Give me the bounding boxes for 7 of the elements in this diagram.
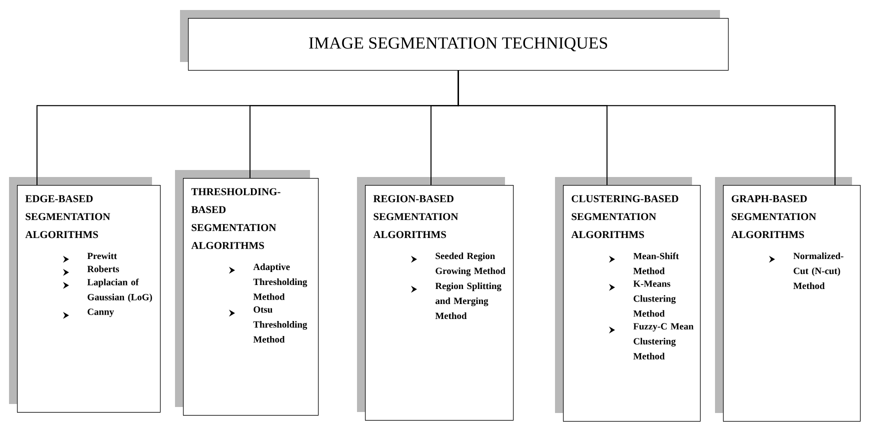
title-box: IMAGE SEGMENTATION TECHNIQUES [180,10,729,71]
category-box: GRAPH-BASED SEGMENTATION ALGORITHMS Normalized-Cut (N-cut) Method [715,177,861,422]
category-box: CLUSTERING-BASED SEGMENTATION ALGORITHMS Mean-Shift Method K-Means Clustering Method Fuzzy-C Mean Clustering Method [555,177,701,422]
connector-line [458,70,836,186]
category-box: REGION-BASED SEGMENTATION ALGORITHMS Seeded Region Growing Method Region Splitting and Merging Method [357,177,514,421]
category-box: THRESHOLDING-BASED SEGMENTATION ALGORITHMS Adaptive Thresholding Method Otsu Thresholding Method [175,170,319,416]
category-box: EDGE-BASED SEGMENTATION ALGORITHMS Prewitt Roberts Laplacian of Gaussian (LoG) Canny [9,177,161,413]
